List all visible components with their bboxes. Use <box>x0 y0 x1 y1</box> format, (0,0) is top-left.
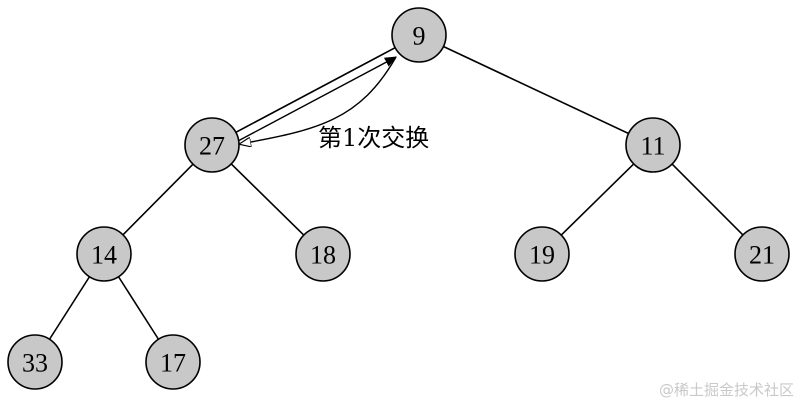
node-circle <box>514 226 570 282</box>
tree-node: 33 <box>7 334 63 390</box>
tree-node: 17 <box>145 334 201 390</box>
tree-node: 19 <box>514 226 570 282</box>
tree-edge <box>560 163 635 236</box>
node-label: 33 <box>22 349 48 378</box>
node-label: 9 <box>413 22 426 51</box>
watermark: @稀土掘金技术社区 <box>658 381 794 399</box>
node-circle <box>391 7 447 63</box>
tree-node: 14 <box>76 226 132 282</box>
tree-edge <box>122 163 194 236</box>
node-label: 18 <box>310 241 336 270</box>
tree-node: 27 <box>184 117 240 173</box>
tree-node: 11 <box>625 117 681 173</box>
tree-node: 18 <box>295 226 351 282</box>
node-circle <box>76 226 132 282</box>
node-label: 21 <box>749 241 775 270</box>
node-label: 14 <box>91 241 117 270</box>
tree-node: 21 <box>734 226 790 282</box>
swap-arrow-up <box>237 56 397 142</box>
tree-edge <box>671 163 744 236</box>
nodes-layer: 9 27 11 14 18 19 21 33 <box>7 7 790 390</box>
tree-node: 9 <box>391 7 447 63</box>
node-circle <box>295 226 351 282</box>
edges-layer <box>48 45 744 340</box>
tree-edge <box>48 276 91 340</box>
swap-label: 第1次交换 <box>318 124 429 152</box>
swap-arrow-down <box>240 56 397 144</box>
node-label: 11 <box>640 132 665 161</box>
node-circle <box>145 334 201 390</box>
node-label: 27 <box>199 132 225 161</box>
tree-edge <box>443 45 629 135</box>
node-label: 19 <box>529 241 555 270</box>
node-circle <box>734 226 790 282</box>
node-circle <box>7 334 63 390</box>
node-label: 17 <box>160 349 186 378</box>
node-circle <box>184 117 240 173</box>
node-circle <box>625 117 681 173</box>
tree-edge <box>117 276 160 340</box>
swap-indicator: 第1次交换 <box>237 56 429 152</box>
tree-edge <box>230 163 305 236</box>
tree-edge <box>235 46 396 134</box>
